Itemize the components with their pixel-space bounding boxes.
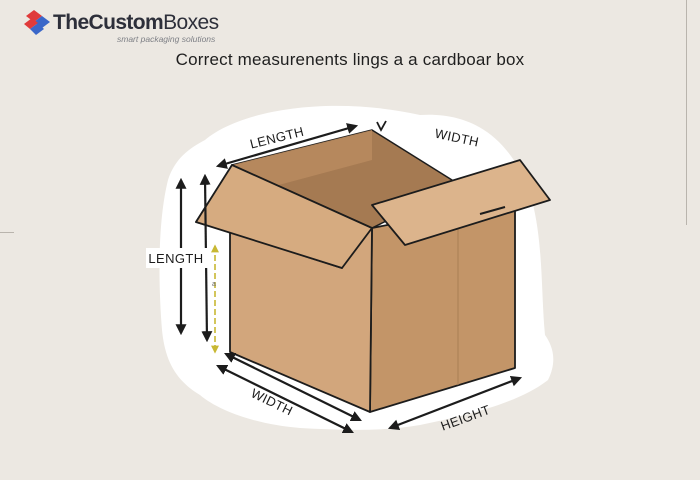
left-length-label: LENGTH — [148, 251, 203, 266]
box-front-flap — [195, 164, 373, 269]
flap-slot — [479, 206, 506, 215]
brand-logo[interactable]: TheCustomBoxes smart packaging solutions — [22, 8, 222, 44]
page-heading: Correct measurenents lings a a cardboar … — [175, 50, 525, 69]
brand-name: TheCustomBoxes — [53, 11, 219, 34]
bottom-width-arrow-lower — [216, 364, 354, 434]
accent-marker-glyph: a — [212, 281, 216, 288]
bottom-height-arrow — [387, 376, 523, 430]
box-right-flap — [371, 159, 551, 246]
frame-rule-left — [0, 232, 14, 233]
brand-name-light: Boxes — [163, 11, 219, 34]
left-length-label-bg — [146, 248, 208, 268]
frame-rule-right — [686, 0, 687, 225]
box-logo-icon — [24, 10, 50, 35]
brand-name-bold: TheCustom — [53, 11, 164, 34]
top-width-tick — [376, 120, 387, 132]
top-length-arrow — [215, 123, 359, 169]
brand-tagline: smart packaging solutions — [117, 34, 216, 44]
